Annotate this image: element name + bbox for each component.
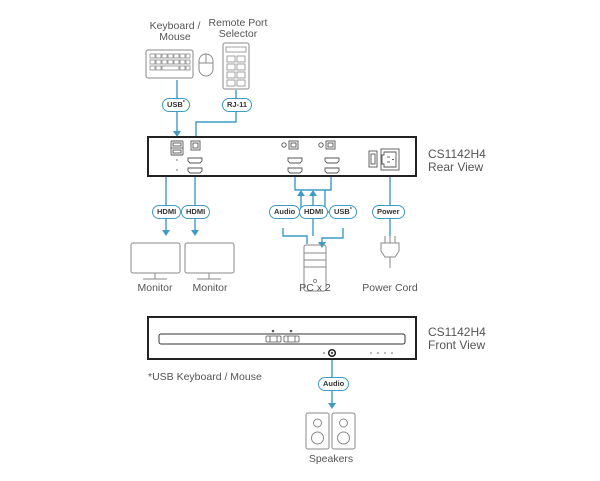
badge-audio-speakers: Audio <box>318 377 350 391</box>
audio-jack-icon <box>327 348 337 358</box>
rear-unit <box>147 136 417 177</box>
pc-port-group-1 <box>281 140 303 174</box>
badge-rj11-text: RJ-11 <box>227 100 248 109</box>
mouse-icon <box>198 53 214 77</box>
arrow-usb-keyboard <box>173 131 181 137</box>
badge-audio-speakers-text: Audio <box>323 379 345 388</box>
rear-view-title: CS1142H4 Rear View <box>428 148 486 174</box>
front-view-model: CS1142H4 <box>428 325 486 339</box>
monitor-2-label: Monitor <box>192 282 228 294</box>
front-view-label: Front View <box>428 338 486 352</box>
monitor-1-icon <box>130 242 181 280</box>
arrow-pc-audio <box>297 190 305 196</box>
remote-port-selector-label: Remote Port Selector <box>203 18 273 40</box>
arrow-pc-hdmi <box>309 190 317 196</box>
keyboard-mouse-label-line2: Mouse <box>159 31 191 43</box>
badge-hdmi-monitor-1: HDMI <box>152 205 182 219</box>
pc-tower-icon <box>303 244 327 292</box>
pc-label: PC x 2 <box>299 282 331 294</box>
speakers-label: Speakers <box>308 453 354 465</box>
keyboard-mouse-label-line1: Keyboard / <box>149 20 201 32</box>
badge-hdmi-monitor-2: HDMI <box>181 205 211 219</box>
power-cord-label: Power Cord <box>362 282 418 294</box>
rj11-port-icon <box>190 140 201 151</box>
speaker-left-icon <box>305 412 330 450</box>
badge-hdmi-pc-text: HDMI <box>304 207 324 216</box>
badge-hdmi-pc: HDMI <box>299 205 329 219</box>
keyboard-icon <box>145 49 194 79</box>
speaker-right-icon <box>331 412 356 450</box>
footnote: *USB Keyboard / Mouse <box>148 371 262 383</box>
led-indicators <box>370 352 393 354</box>
badge-usb-pc-text: USB* <box>334 207 352 216</box>
front-view-title: CS1142H4 Front View <box>428 326 486 352</box>
badge-usb-pc: USB* <box>329 205 357 219</box>
badge-power-text: Power <box>377 207 400 216</box>
badge-hdmi-monitor-1-text: HDMI <box>157 207 177 216</box>
badge-usb-keyboard-text: USB* <box>167 100 185 109</box>
front-unit <box>147 316 417 360</box>
arrow-monitor-2 <box>191 230 199 236</box>
arrow-monitor-1 <box>162 230 170 236</box>
badge-hdmi-monitor-2-text: HDMI <box>186 207 206 216</box>
monitor-2-icon <box>184 242 235 280</box>
cable-pc-audio-down <box>282 228 308 244</box>
rear-view-model: CS1142H4 <box>428 147 486 161</box>
badge-power: Power <box>372 205 405 219</box>
remote-port-selector-label-line2: Selector <box>218 28 258 40</box>
rear-view-label: Rear View <box>428 160 484 174</box>
power-switch-icon <box>368 150 378 168</box>
cable-pc-usb-down <box>321 228 344 245</box>
badge-rj11: RJ-11 <box>222 98 253 112</box>
arrow-speakers <box>328 403 336 409</box>
badge-usb-keyboard: USB* <box>162 98 190 112</box>
power-socket-icon <box>380 148 400 171</box>
power-plug-icon <box>380 236 400 268</box>
port-selector-buttons <box>265 329 300 343</box>
usb-port-icon <box>170 140 184 156</box>
remote-port-selector-icon <box>222 42 250 90</box>
monitor-1-label: Monitor <box>137 282 173 294</box>
remote-port-selector-label-line1: Remote Port <box>208 17 268 29</box>
keyboard-mouse-label: Keyboard / Mouse <box>140 21 210 43</box>
pc-port-group-2 <box>318 140 340 174</box>
hdmi-port-icon <box>187 157 203 174</box>
badge-audio-pc: Audio <box>269 205 301 219</box>
badge-audio-pc-text: Audio <box>274 207 296 216</box>
